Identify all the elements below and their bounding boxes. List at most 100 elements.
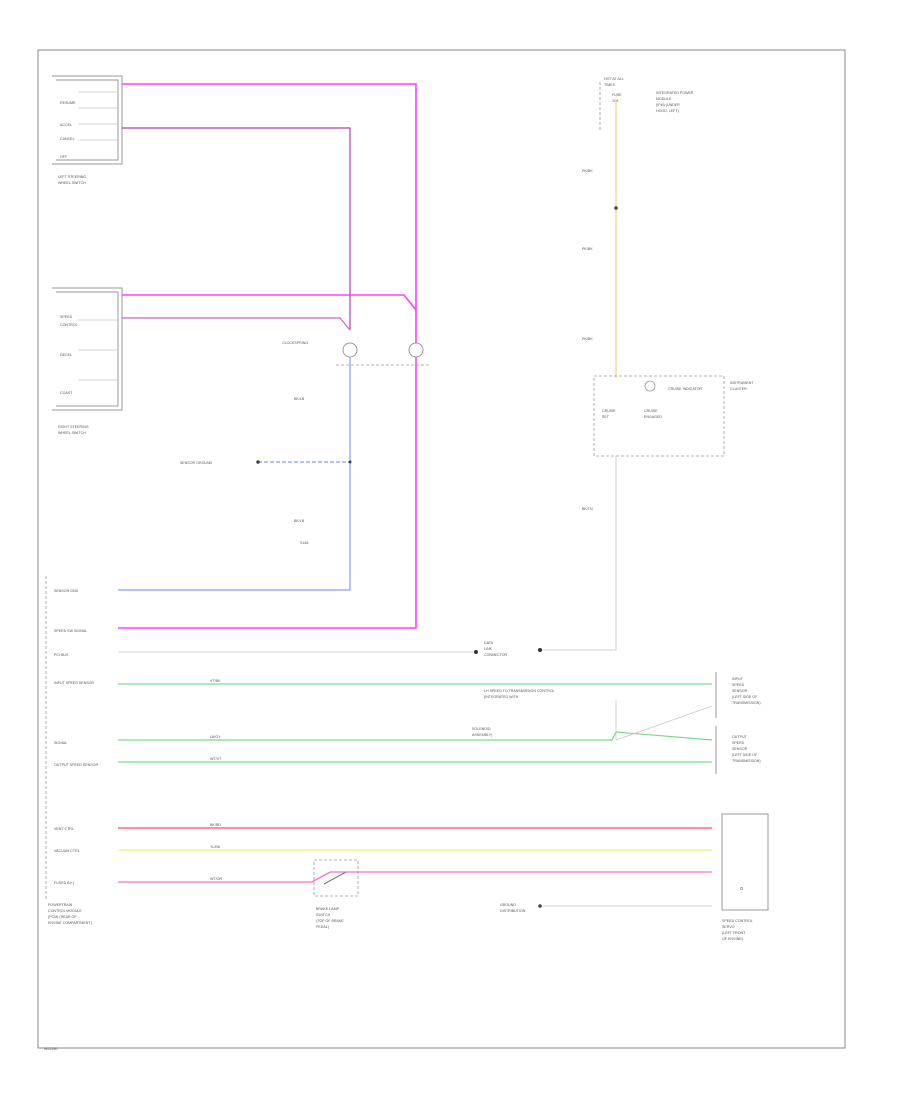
speed-sensors: INPUT SPEED SENSOR (LEFT SIDE OF TRANSMI…: [715, 672, 761, 774]
wire-code-label: BK/LB: [294, 519, 305, 523]
svg-text:GROUND: GROUND: [500, 903, 516, 907]
svg-text:SENSOR: SENSOR: [732, 689, 748, 693]
svg-text:CONNECTOR: CONNECTOR: [484, 653, 507, 657]
right-switch-row-control: CONTROL: [60, 323, 78, 327]
svg-text:SERVO: SERVO: [722, 925, 735, 929]
right-switch-row-speed: SPEED: [60, 315, 73, 319]
left-switch-row-resume: RESUME: [60, 101, 76, 105]
svg-text:TRANSMISSION): TRANSMISSION): [732, 759, 761, 763]
svg-text:SPEED: SPEED: [732, 683, 745, 687]
splice-point: [348, 460, 352, 464]
wire-sensor-gnd-tcm: [615, 700, 713, 741]
svg-text:LH SPEED TO TRANSMISSION CONTR: LH SPEED TO TRANSMISSION CONTROL: [484, 689, 555, 693]
left-switch-label-2: WHEEL SWITCH: [58, 181, 86, 185]
wire-code-label: PK/BK: [582, 337, 593, 341]
svg-text:LINK: LINK: [484, 647, 493, 651]
wire-code-label: PK/BK: [582, 169, 593, 173]
data-link-marker: [538, 648, 542, 652]
wire-right-switch-ret: [122, 317, 351, 331]
wire-code-label: PK/BK: [582, 247, 593, 251]
svg-text:OUTPUT: OUTPUT: [732, 735, 748, 739]
left-switch-row-off: OFF: [60, 155, 68, 159]
svg-text:ENGAGED: ENGAGED: [644, 415, 662, 419]
footer-code: W51590: [44, 1047, 57, 1051]
svg-text:SWITCH: SWITCH: [316, 913, 331, 917]
wire-code-label: VT/BK: [210, 679, 221, 683]
svg-text:PEDAL): PEDAL): [316, 925, 329, 929]
svg-text:CLUSTER: CLUSTER: [730, 387, 747, 391]
splice-point: [538, 904, 542, 908]
cruise-indicator-label: CRUISE INDICATOR: [668, 387, 702, 391]
svg-text:OF ENGINE): OF ENGINE): [722, 937, 743, 941]
svg-text:(LEFT SIDE OF: (LEFT SIDE OF: [732, 695, 758, 699]
wire-right-switch-signal: [122, 294, 417, 311]
splice-label: S148: [300, 541, 308, 545]
svg-text:INTEGRATED POWER: INTEGRATED POWER: [656, 91, 694, 95]
svg-text:(TOP OF BRAKE: (TOP OF BRAKE: [316, 919, 344, 923]
svg-text:ASSEMBLY): ASSEMBLY): [472, 733, 492, 737]
svg-text:SENSOR GND: SENSOR GND: [54, 589, 79, 593]
svg-text:(LEFT FRONT: (LEFT FRONT: [722, 931, 746, 935]
svg-text:SPEED CONTROL: SPEED CONTROL: [722, 919, 753, 923]
svg-text:ENGINE COMPARTMENT): ENGINE COMPARTMENT): [48, 921, 92, 925]
svg-text:BRAKE LAMP: BRAKE LAMP: [316, 907, 340, 911]
left-switch-row-accel: ACCEL: [60, 123, 72, 127]
svg-text:CRUISE: CRUISE: [644, 409, 658, 413]
svg-text:FUSED B(+): FUSED B(+): [54, 881, 74, 885]
svg-text:INSTRUMENT: INSTRUMENT: [730, 381, 754, 385]
svg-text:SENSOR: SENSOR: [732, 747, 748, 751]
svg-text:DATA: DATA: [484, 641, 494, 645]
right-steering-switch: SPEED CONTROL DECEL COAST RIGHT STEERING…: [52, 287, 123, 435]
wire-code-label: WT/OR: [210, 877, 222, 881]
svg-text:MODULE: MODULE: [656, 97, 672, 101]
svg-text:VENT CTRL: VENT CTRL: [54, 827, 74, 831]
brake-lamp-switch: BRAKE LAMP SWITCH (TOP OF BRAKE PEDAL): [313, 859, 359, 929]
wire-code-label: BK/LB: [294, 397, 305, 401]
left-steering-switch: RESUME ACCEL CANCEL OFF LEFT STEERING WH…: [52, 75, 123, 185]
wire-code-label: LB/GY: [210, 735, 221, 739]
svg-text:SET: SET: [602, 415, 610, 419]
data-link-marker: [474, 650, 478, 654]
clockspring-label: CLOCKSPRING: [282, 341, 308, 345]
svg-text:HOT AT ALL: HOT AT ALL: [604, 77, 624, 81]
wire-code-label: WT/VT: [210, 757, 222, 761]
svg-text:(PCM) (REAR OF: (PCM) (REAR OF: [48, 915, 77, 919]
splice-point: [614, 206, 618, 210]
wire-sensor-ground: [118, 357, 351, 591]
svg-text:(LEFT SIDE OF: (LEFT SIDE OF: [732, 753, 758, 757]
fuse-box: HOT AT ALL TIMES FUSE 10A INTEGRATED POW…: [599, 77, 694, 130]
wire-speed-sw-signal: [118, 83, 417, 629]
svg-text:OUTPUT SPEED SENSOR: OUTPUT SPEED SENSOR: [54, 763, 98, 767]
svg-text:VACUUM CTRL: VACUUM CTRL: [54, 849, 80, 853]
svg-text:(IPM) (UNDER: (IPM) (UNDER: [656, 103, 680, 107]
svg-text:DISTRIBUTION: DISTRIBUTION: [500, 909, 526, 913]
wire-fused-b-plus: [118, 871, 712, 883]
wire-left-switch-signal: [122, 127, 351, 330]
svg-text:FUSE: FUSE: [612, 93, 622, 97]
svg-text:G: G: [740, 886, 743, 891]
svg-text:SPEED SW SIGNAL: SPEED SW SIGNAL: [54, 629, 87, 633]
svg-text:INPUT SPEED SENSOR: INPUT SPEED SENSOR: [54, 681, 94, 685]
diagram-frame: [37, 49, 846, 1049]
svg-text:POWERTRAIN: POWERTRAIN: [48, 903, 73, 907]
svg-text:HOOD, LEFT): HOOD, LEFT): [656, 109, 679, 113]
right-switch-label-1: RIGHT STEERING: [58, 425, 89, 429]
left-switch-label-1: LEFT STEERING: [58, 175, 86, 179]
right-switch-row-decel: DECEL: [60, 353, 72, 357]
right-switch-row-coast: COAST: [60, 391, 73, 395]
svg-text:INPUT: INPUT: [732, 677, 744, 681]
wire-code-label: BK/TN: [582, 507, 593, 511]
svg-text:SPEED: SPEED: [732, 741, 745, 745]
clockspring: CLOCKSPRING: [282, 341, 430, 366]
sensor-ground-label: SENSOR GROUND: [180, 461, 213, 465]
pcm: SENSOR GND SPEED SW SIGNAL PCI BUS INPUT…: [45, 576, 98, 925]
wire-speed-signal: [118, 731, 713, 741]
svg-text:TIMES: TIMES: [604, 83, 616, 87]
instrument-cluster: CRUISE INDICATOR INSTRUMENT CLUSTER CRUI…: [593, 375, 754, 457]
svg-text:CONTROL MODULE: CONTROL MODULE: [48, 909, 82, 913]
wire-code-label: BK/RD: [210, 823, 221, 827]
wire-code-label: YL/BK: [210, 845, 221, 849]
svg-text:SOLENOID: SOLENOID: [472, 727, 491, 731]
splice-point: [256, 460, 260, 464]
